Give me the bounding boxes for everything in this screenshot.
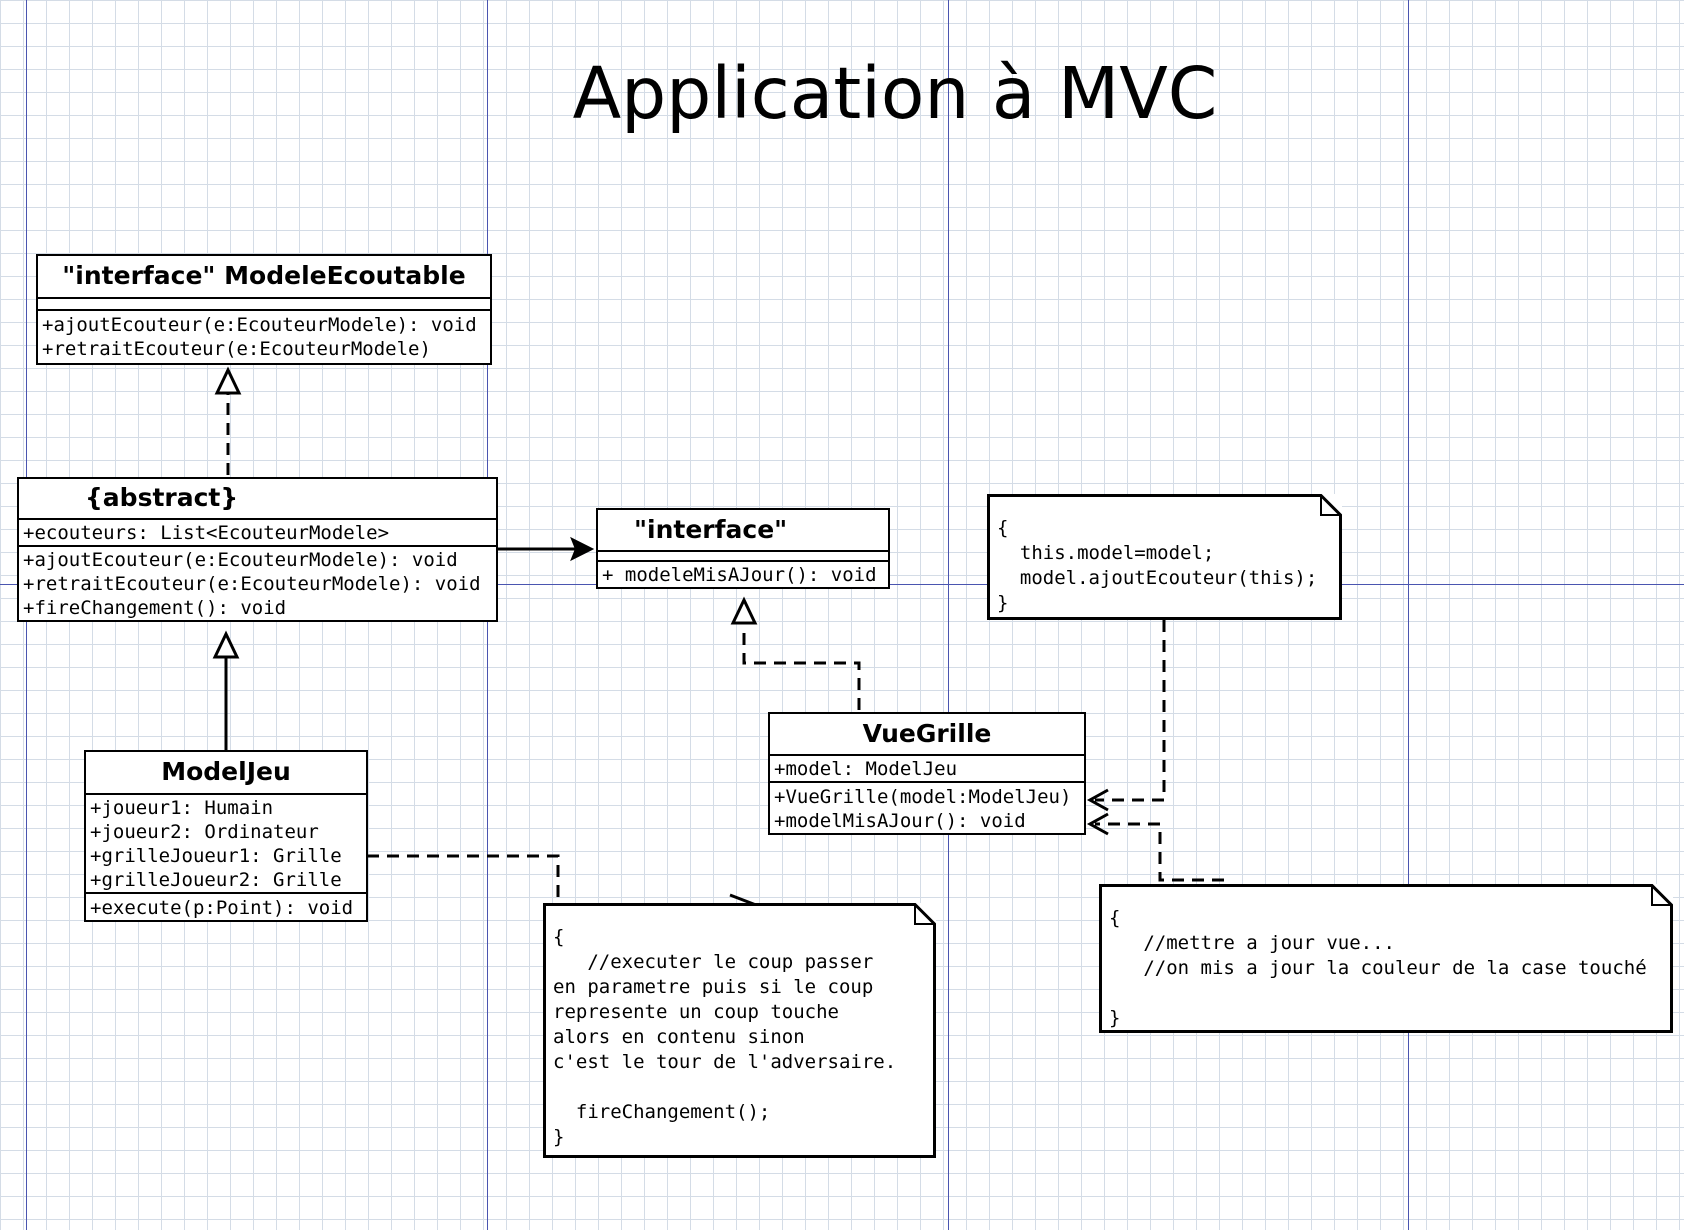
attributes-section: +model: ModelJeu (770, 756, 1084, 783)
note-shape (1099, 884, 1673, 1033)
note-link-edge (367, 854, 740, 907)
method: +ajoutEcouteur(e:EcouteurModele): void (23, 549, 458, 571)
note-shape (987, 494, 1342, 620)
attribute: +ecouteurs: List<EcouteurModele> (23, 522, 390, 544)
attribute: +model: ModelJeu (774, 758, 958, 780)
method: +ajoutEcouteur(e:EcouteurModele): void (42, 314, 477, 336)
method: +retraitEcouteur(e:EcouteurModele): void (23, 573, 481, 595)
class-name: ModelJeu (86, 752, 366, 795)
note-constructor[interactable]: { this.model=model; model.ajoutEcouteur(… (987, 494, 1342, 620)
note-link-edge (1095, 620, 1166, 802)
note-execute[interactable]: { //executer le coup passer en parametre… (543, 903, 936, 1158)
attribute: +grilleJoueur1: Grille (90, 845, 342, 867)
methods-section: +execute(p:Point): void (86, 894, 366, 920)
method: + modeleMisAJour(): void (602, 564, 877, 586)
attributes-section: +joueur1: Humain +joueur2: Ordinateur +g… (86, 795, 366, 894)
realization-arrowhead (730, 596, 758, 625)
methods-section: +ajoutEcouteur(e:EcouteurModele): void +… (38, 311, 490, 363)
methods-section: +VueGrille(model:ModelJeu) +modelMisAJou… (770, 783, 1084, 833)
note-text: { //executer le coup passer en parametre… (553, 926, 897, 1148)
class-interface-vue[interactable]: "interface" + modeleMisAJour(): void (596, 508, 890, 589)
attributes-section: +ecouteurs: List<EcouteurModele> (19, 520, 496, 547)
note-link-edge (1095, 822, 1224, 882)
guide-line (1408, 0, 1409, 1230)
method: +VueGrille(model:ModelJeu) (774, 786, 1072, 808)
note-text: { this.model=model; model.ajoutEcouteur(… (997, 517, 1318, 614)
guide-line (948, 0, 949, 1230)
method: +fireChangement(): void (23, 597, 287, 619)
realization-arrowhead (214, 366, 242, 395)
inheritance-arrowhead (212, 630, 240, 659)
attributes-section (38, 299, 490, 311)
class-name: {abstract} (19, 479, 496, 520)
class-vue-grille[interactable]: VueGrille +model: ModelJeu +VueGrille(mo… (768, 712, 1086, 835)
attribute: +joueur1: Humain (90, 797, 274, 819)
methods-section: + modeleMisAJour(): void (598, 562, 888, 587)
method: +execute(p:Point): void (90, 897, 354, 919)
attribute: +joueur2: Ordinateur (90, 821, 319, 843)
attribute: +grilleJoueur2: Grille (90, 869, 342, 891)
class-modele-ecoutable[interactable]: "interface" ModeleEcoutable +ajoutEcoute… (36, 254, 492, 365)
dependency-arrowhead (1086, 788, 1109, 812)
diagram-title: Application à MVC (572, 52, 1218, 135)
class-name: "interface" ModeleEcoutable (38, 256, 490, 299)
method: +retraitEcouteur(e:EcouteurModele) (42, 338, 431, 360)
note-update[interactable]: { //mettre a jour vue... //on mis a jour… (1099, 884, 1673, 1033)
class-model-jeu[interactable]: ModelJeu +joueur1: Humain +joueur2: Ordi… (84, 750, 368, 922)
class-abstract[interactable]: {abstract} +ecouteurs: List<EcouteurMode… (17, 477, 498, 622)
methods-section: +ajoutEcouteur(e:EcouteurModele): void +… (19, 547, 496, 620)
note-text: { //mettre a jour vue... //on mis a jour… (1109, 907, 1647, 1029)
association-arrowhead (570, 536, 595, 562)
realization-edge (742, 628, 861, 710)
dependency-arrowhead (1086, 812, 1109, 836)
method: +modelMisAJour(): void (774, 810, 1026, 832)
class-name: VueGrille (770, 714, 1084, 756)
class-name: "interface" (598, 510, 888, 552)
note-shape (543, 903, 936, 1158)
attributes-section (598, 552, 888, 562)
